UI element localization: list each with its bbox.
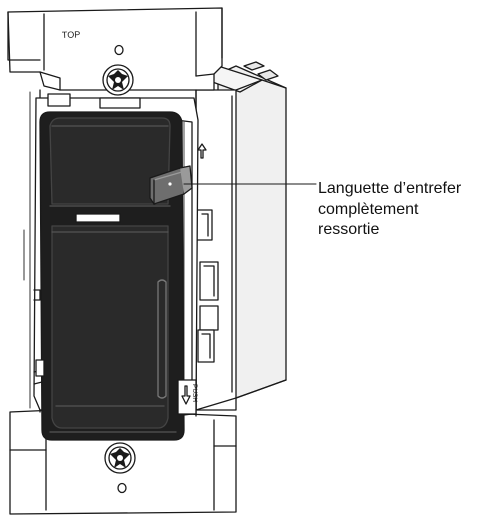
air-gap-tab-callout: Languette d’entrefer complètement ressor… [318,179,461,241]
push-marking: PUSH [191,384,198,402]
upper-paddle [49,117,171,205]
top-mounting-hole [114,44,124,56]
back-electrical-box [195,61,287,411]
air-gap-tab [149,165,193,205]
bottom-mounting-hole [117,482,127,494]
callout-line-2: complètement [318,200,419,218]
callout-line-1: Languette d’entrefer [318,180,462,197]
lower-paddle [51,225,169,429]
bottom-mounting-screw-icon [104,442,136,474]
dimmer-slider-slot [157,279,167,399]
top-mounting-screw-icon [102,64,134,96]
push-indicator [177,379,197,415]
indicator-light-slot [75,213,121,223]
callout-line-3: ressortie [318,221,380,238]
top-marking: TOP [62,29,81,40]
faceplate [39,111,185,441]
